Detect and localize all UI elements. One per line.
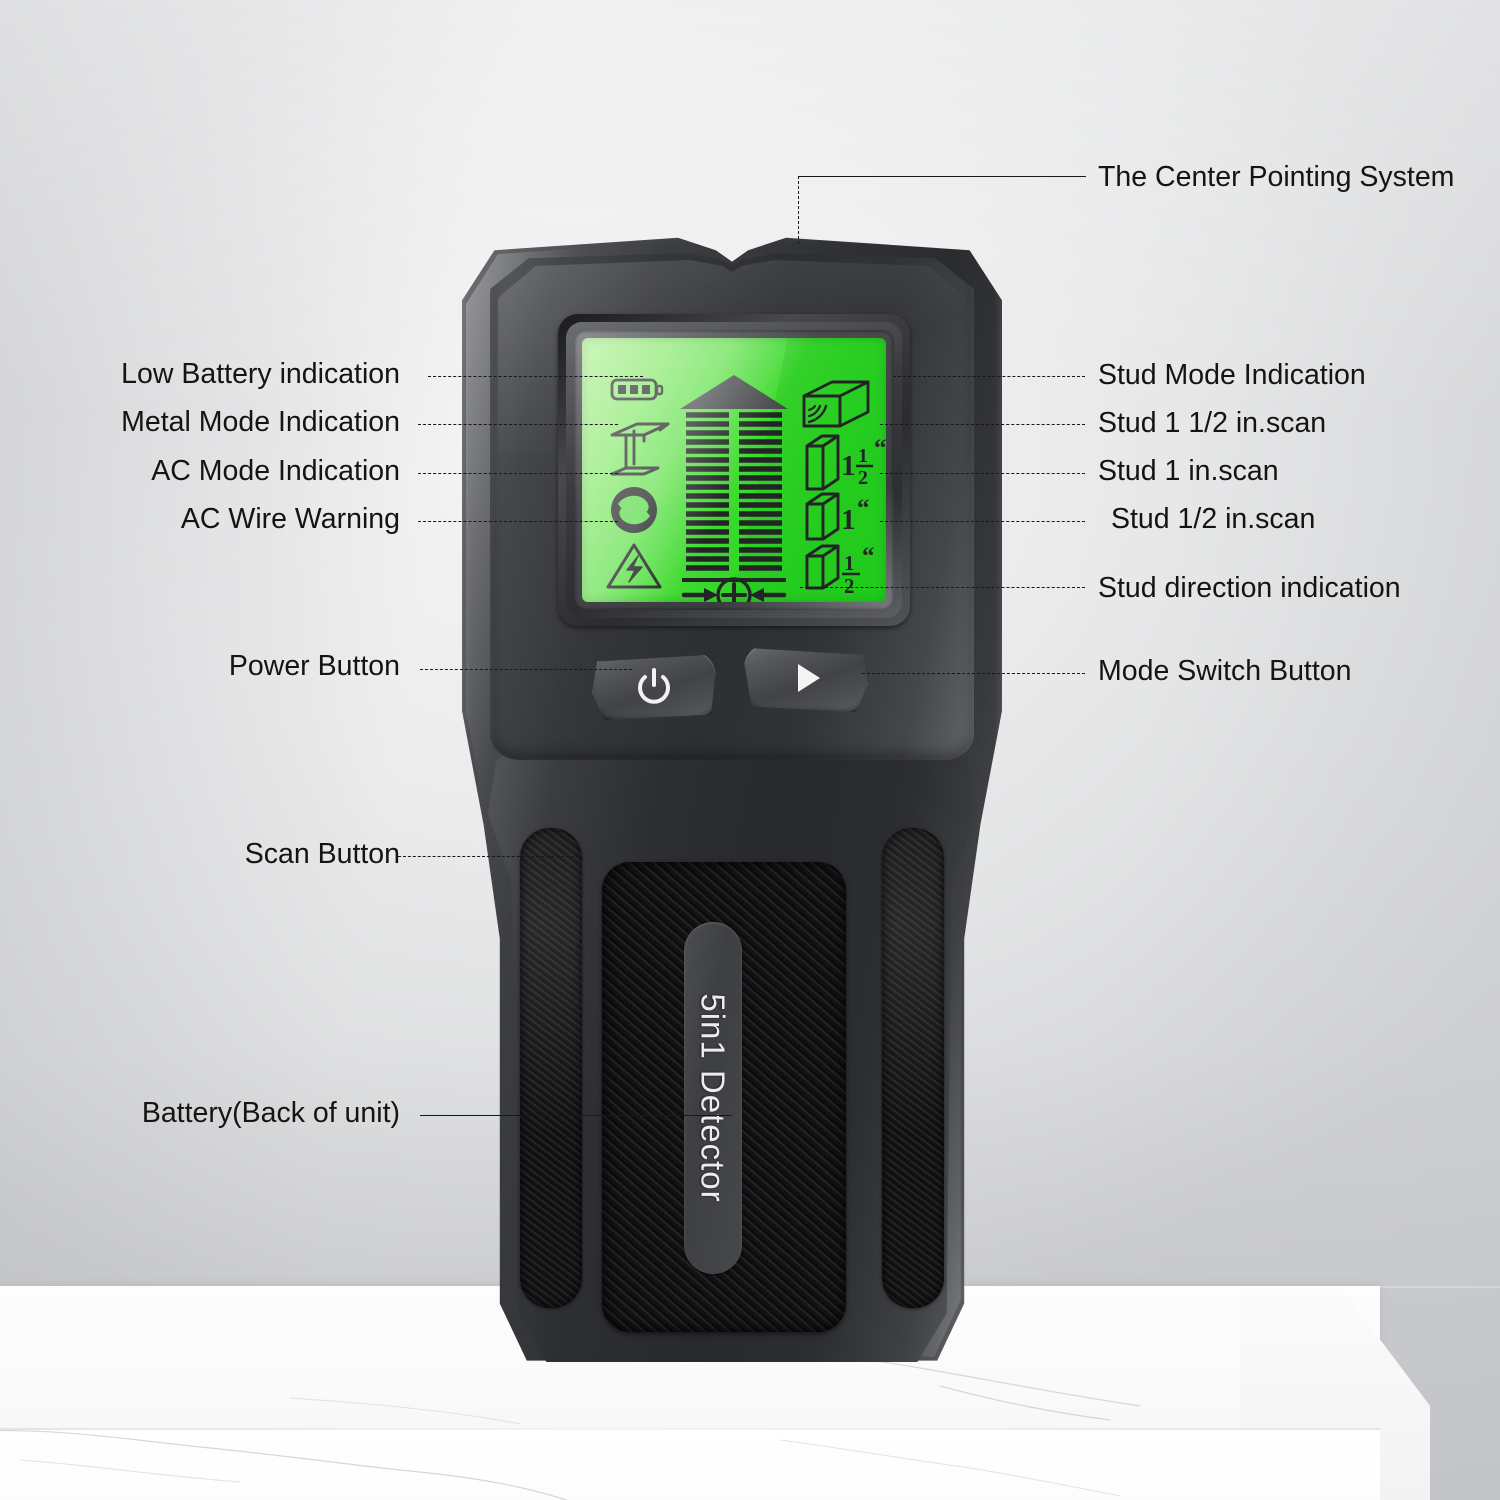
signal-bar-graph <box>682 412 786 582</box>
callout-low-battery-indication: Low Battery indication <box>121 358 400 390</box>
leader-ac-mode <box>418 473 618 474</box>
leader-center-pointing-h <box>798 176 1086 177</box>
scan-button-right-grip[interactable] <box>882 828 944 1308</box>
callout-power-button: Power Button <box>228 650 400 682</box>
callout-scan-button: Scan Button <box>244 838 400 870</box>
leader-low-battery <box>428 376 643 377</box>
leader-mode-switch <box>862 673 1085 674</box>
callout-stud-1-in-scan: Stud 1 in.scan <box>1098 455 1279 487</box>
leader-stud-1-half <box>880 424 1085 425</box>
scan-button-left-grip[interactable] <box>520 828 582 1308</box>
leader-metal-mode <box>418 424 618 425</box>
callout-center-pointing-system: The Center Pointing System <box>1098 161 1455 193</box>
leader-stud-1 <box>880 473 1085 474</box>
marble-front-face <box>0 1430 1380 1500</box>
brand-plate: 5in1 Detector <box>684 922 742 1274</box>
callout-mode-switch-button: Mode Switch Button <box>1098 655 1352 687</box>
leader-battery <box>420 1115 732 1116</box>
ac-wave-icon <box>611 487 657 533</box>
leader-stud-mode <box>893 376 1085 377</box>
battery-full-icon <box>610 378 664 401</box>
mode-switch-button[interactable] <box>744 648 868 712</box>
callout-stud-mode-indication: Stud Mode Indication <box>1098 359 1366 391</box>
leader-ac-wire-warning <box>418 521 618 522</box>
leader-power-button <box>420 669 632 670</box>
leader-stud-half <box>880 521 1085 522</box>
metal-beam-icon <box>610 422 670 476</box>
callout-stud-direction-indication: Stud direction indication <box>1098 572 1401 604</box>
power-button[interactable] <box>592 654 716 720</box>
leader-stud-direction <box>800 587 1085 588</box>
center-pointer-arrow <box>680 375 788 409</box>
leader-center-pointing-v <box>798 176 799 244</box>
callout-battery-back-of-unit: Battery(Back of unit) <box>141 1097 400 1129</box>
callout-ac-mode-indication: AC Mode Indication <box>151 455 400 487</box>
callout-stud-1-2-in-scan: Stud 1/2 in.scan <box>1111 503 1316 535</box>
high-voltage-warning-icon <box>606 543 662 589</box>
leader-scan-button <box>398 856 574 857</box>
callout-stud-1-1-2-in-scan: Stud 1 1/2 in.scan <box>1098 407 1327 439</box>
callout-metal-mode-indication: Metal Mode Indication <box>121 406 400 438</box>
marble-front-edge-highlight <box>0 1428 1380 1431</box>
power-icon <box>638 668 670 704</box>
play-triangle-icon <box>798 664 820 692</box>
callout-ac-wire-warning: AC Wire Warning <box>180 503 400 535</box>
